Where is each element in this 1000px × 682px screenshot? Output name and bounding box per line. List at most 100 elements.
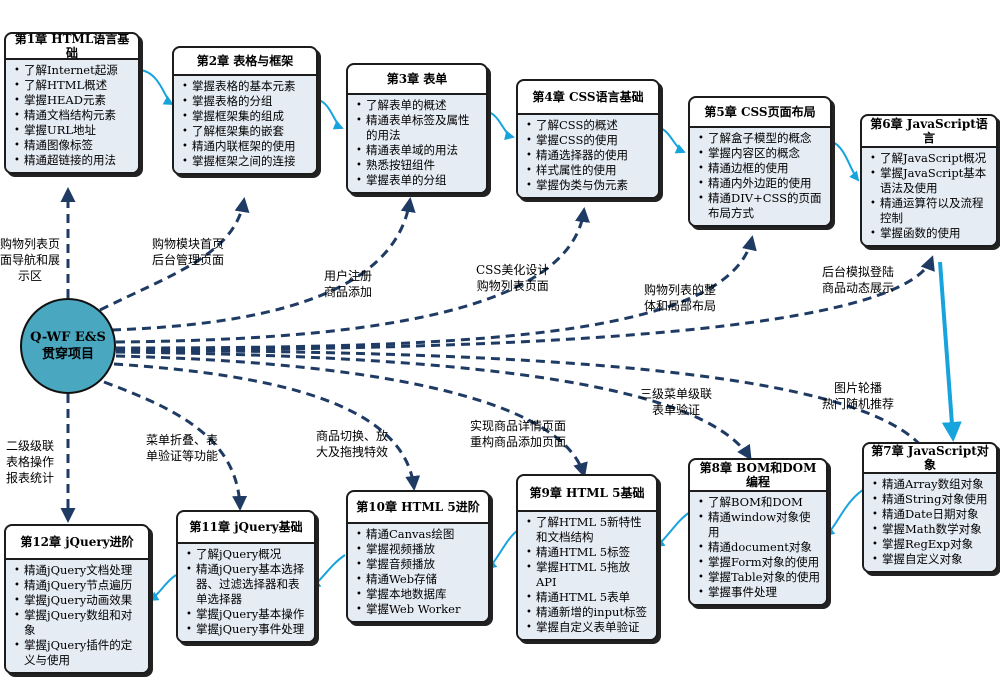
seq-6-7 bbox=[938, 261, 962, 442]
seq-4-5 bbox=[659, 127, 686, 154]
chapter-topic-item: 掌握伪类与伪元素 bbox=[526, 178, 652, 193]
link-label-l2: 购物模块首页后台管理页面 bbox=[152, 236, 224, 268]
link-label-line: CSS美化设计 bbox=[476, 263, 550, 277]
chapter-topic-list: 精通Array数组对象精通String对象使用精通Date日期对象掌握Math数… bbox=[864, 474, 996, 571]
chapter-topic-item: 掌握本地数据库 bbox=[356, 587, 482, 602]
chapter-topic-list: 了解HTML 5新特性和文档结构精通HTML 5标签掌握HTML 5拖放API精… bbox=[518, 512, 656, 639]
chapter-topic-item: 掌握HEAD元素 bbox=[14, 93, 132, 108]
chapter-title: 第9章 HTML 5基础 bbox=[518, 476, 656, 512]
chapter-topic-item: 精通内外边距的使用 bbox=[698, 176, 824, 191]
chapter-topic-item: 样式属性的使用 bbox=[526, 163, 652, 178]
link-label-l11: 菜单折叠、表单验证等功能 bbox=[146, 432, 218, 464]
chapter-topic-item: 掌握表格的基本元素 bbox=[182, 79, 310, 94]
seq-1-2 bbox=[139, 69, 174, 105]
link-label-line: 示区 bbox=[18, 269, 43, 283]
chapter-topic-item: 了解框架集的嵌套 bbox=[182, 124, 310, 139]
chapter-topic-item: 精通运算符以及流程控制 bbox=[870, 196, 990, 226]
chapter-topic-item: 掌握视频播放 bbox=[356, 542, 482, 557]
chapter-title: 第8章 BOM和DOM编程 bbox=[690, 460, 826, 492]
link-label-line: 购物列表的整 bbox=[644, 283, 717, 297]
chapter-box-ch3: 第3章 表单了解表单的概述精通表单标签及属性的用法精通表单域的用法熟悉按钮组件掌… bbox=[346, 63, 488, 194]
chapter-topic-item: 掌握HTML 5拖放API bbox=[526, 560, 650, 590]
chapter-topic-list: 了解jQuery概况精通jQuery基本选择器、过滤选择器和表单选择器掌握jQu… bbox=[178, 544, 314, 641]
chapter-topic-item: 掌握音频播放 bbox=[356, 557, 482, 572]
chapter-topic-item: 精通HTML 5表单 bbox=[526, 590, 650, 605]
chapter-topic-item: 掌握CSS的使用 bbox=[526, 133, 652, 148]
chapter-topic-item: 掌握Form对象的使用 bbox=[698, 555, 820, 570]
chapter-topic-item: 精通超链接的用法 bbox=[14, 153, 132, 168]
chapter-title: 第5章 CSS页面布局 bbox=[690, 98, 830, 128]
link-ch9 bbox=[115, 354, 588, 478]
chapter-topic-list: 了解盒子模型的概念掌握内容区的概念精通边框的使用精通内外边距的使用精通DIV+C… bbox=[690, 128, 830, 225]
link-label-line: 单验证等功能 bbox=[146, 449, 219, 463]
project-subtitle: 贯穿项目 bbox=[41, 347, 94, 362]
chapter-topic-item: 精通Date日期对象 bbox=[872, 507, 990, 522]
chapter-topic-item: 掌握jQuery插件的定义与使用 bbox=[14, 638, 142, 668]
link-label-line: 体和局部布局 bbox=[644, 299, 717, 313]
link-ch7 bbox=[115, 348, 932, 461]
chapter-box-ch8: 第8章 BOM和DOM编程了解BOM和DOM精通window对象使用精通docu… bbox=[688, 458, 828, 606]
link-label-line: 购物列表页 bbox=[0, 237, 61, 251]
link-label-line: 菜单折叠、表 bbox=[146, 433, 219, 447]
chapter-topic-item: 了解CSS的概述 bbox=[526, 118, 652, 133]
chapter-topic-item: 掌握RegExp对象 bbox=[872, 537, 990, 552]
chapter-topic-item: 掌握Table对象的使用 bbox=[698, 570, 820, 585]
link-label-line: 热门随机推荐 bbox=[822, 397, 895, 411]
chapter-topic-item: 了解HTML概述 bbox=[14, 78, 132, 93]
seq-3-4 bbox=[487, 111, 515, 141]
link-label-l4: CSS美化设计购物列表页面 bbox=[476, 262, 549, 294]
chapter-topic-item: 精通jQuery基本选择器、过滤选择器和表单选择器 bbox=[186, 562, 308, 607]
link-label-line: 表单验证 bbox=[652, 403, 701, 417]
link-label-l10: 商品切换、放大及拖拽特效 bbox=[316, 428, 388, 460]
chapter-topic-list: 精通jQuery文档处理精通jQuery节点遍历掌握jQuery动画效果掌握jQ… bbox=[6, 560, 148, 672]
chapter-topic-item: 了解HTML 5新特性和文档结构 bbox=[526, 515, 650, 545]
seq-11-12 bbox=[148, 574, 177, 602]
chapter-topic-item: 掌握内容区的概念 bbox=[698, 146, 824, 161]
seq-2-3 bbox=[317, 99, 344, 130]
link-label-l1: 购物列表页面导航和展示区 bbox=[0, 236, 60, 284]
chapter-box-ch12: 第12章 jQuery进阶精通jQuery文档处理精通jQuery节点遍历掌握j… bbox=[4, 524, 150, 674]
chapter-topic-item: 掌握Web Worker bbox=[356, 602, 482, 617]
chapter-topic-list: 了解CSS的概述掌握CSS的使用精通选择器的使用样式属性的使用掌握伪类与伪元素 bbox=[518, 115, 658, 197]
link-label-l5: 购物列表的整体和局部布局 bbox=[644, 282, 716, 314]
project-name: Q-WF E&S bbox=[30, 330, 106, 345]
link-label-line: 后台管理页面 bbox=[152, 253, 225, 267]
seq-9-10 bbox=[486, 529, 519, 570]
chapter-topic-item: 掌握Math数学对象 bbox=[872, 522, 990, 537]
link-label-line: 后台模拟登陆 bbox=[822, 265, 895, 279]
chapter-box-ch7: 第7章 JavaScript对象精通Array数组对象精通String对象使用精… bbox=[862, 442, 998, 573]
seq-8-9 bbox=[654, 511, 691, 548]
chapter-topic-item: 精通jQuery文档处理 bbox=[14, 563, 142, 578]
chapter-topic-item: 了解BOM和DOM bbox=[698, 495, 820, 510]
link-label-line: 图片轮播 bbox=[834, 381, 883, 395]
seq-10-11 bbox=[310, 554, 346, 589]
chapter-topic-item: 精通document对象 bbox=[698, 540, 820, 555]
chapter-box-ch9: 第9章 HTML 5基础了解HTML 5新特性和文档结构精通HTML 5标签掌握… bbox=[516, 474, 658, 641]
chapter-topic-item: 精通String对象使用 bbox=[872, 492, 990, 507]
link-label-l3: 用户注册商品添加 bbox=[324, 268, 372, 300]
link-label-line: 实现商品详情页面 bbox=[470, 419, 567, 433]
link-ch8 bbox=[115, 350, 752, 461]
chapter-title: 第6章 JavaScript语言 bbox=[862, 116, 996, 148]
chapter-topic-list: 了解Internet起源了解HTML概述掌握HEAD元素精通文档结构元素掌握UR… bbox=[6, 60, 138, 172]
chapter-box-ch4: 第4章 CSS语言基础了解CSS的概述掌握CSS的使用精通选择器的使用样式属性的… bbox=[516, 79, 660, 199]
link-label-line: 重构商品添加页面 bbox=[470, 435, 567, 449]
link-label-l7: 图片轮播热门随机推荐 bbox=[822, 380, 894, 412]
link-ch5 bbox=[115, 235, 757, 350]
chapter-topic-item: 精通Canvas绘图 bbox=[356, 527, 482, 542]
chapter-topic-item: 了解表单的概述 bbox=[356, 98, 480, 113]
chapter-topic-item: 精通表单标签及属性的用法 bbox=[356, 113, 480, 143]
chapter-topic-item: 熟悉按钮组件 bbox=[356, 158, 480, 173]
link-label-line: 大及拖拽特效 bbox=[316, 445, 389, 459]
link-label-line: 报表统计 bbox=[6, 471, 55, 485]
chapter-topic-item: 精通jQuery节点遍历 bbox=[14, 578, 142, 593]
link-label-line: 二级级联 bbox=[6, 439, 55, 453]
chapter-topic-item: 精通表单域的用法 bbox=[356, 143, 480, 158]
link-ch2 bbox=[99, 197, 250, 312]
link-label-line: 商品添加 bbox=[324, 285, 373, 299]
link-label-line: 购物列表页面 bbox=[476, 279, 549, 293]
chapter-topic-item: 精通Web存储 bbox=[356, 572, 482, 587]
chapter-topic-item: 掌握表单的分组 bbox=[356, 173, 480, 188]
chapter-topic-item: 精通图像标签 bbox=[14, 138, 132, 153]
